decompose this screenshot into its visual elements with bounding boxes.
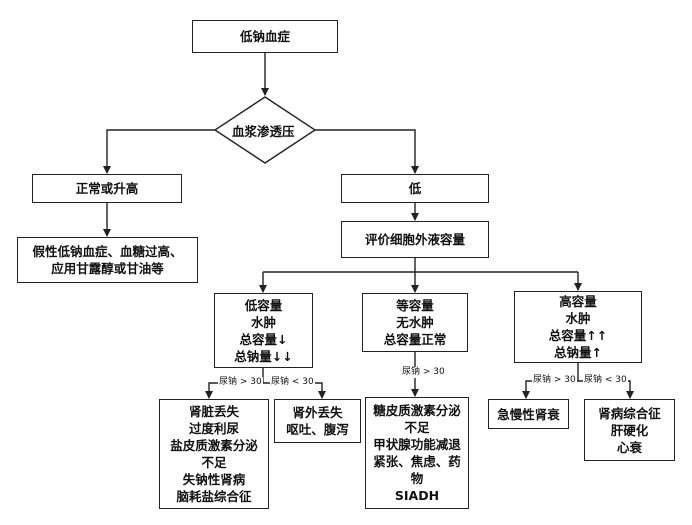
renal-loss-line: 盐皮质激素分泌 xyxy=(170,438,258,453)
normal-result-line: 应用甘露醇或甘油等 xyxy=(51,261,164,276)
hyper-cause-line: 肝硬化 xyxy=(610,422,649,438)
renal-loss-line: 失钠性肾病 xyxy=(182,472,246,487)
decision-label: 血浆渗透压 xyxy=(232,124,295,139)
euvolemic-line: 等容量 xyxy=(396,298,434,313)
hypovolemic-line: 水肿 xyxy=(250,314,276,330)
normal-result-line: 假性低钠血症、血糖过高、 xyxy=(32,244,183,259)
extrarenal-loss-line: 呕吐、腹泻 xyxy=(286,422,349,437)
title-text: 低钠血症 xyxy=(239,29,290,44)
assess-ecf-text: 评价细胞外液容量 xyxy=(364,232,465,247)
euvolemic-box: 等容量 无水肿 总容量正常 xyxy=(362,293,468,352)
assess-ecf-box: 评价细胞外液容量 xyxy=(341,221,489,258)
hypovolemic-line: 总容量↓ xyxy=(239,331,288,347)
normal-result-box: 假性低钠血症、血糖过高、 应用甘露醇或甘油等 xyxy=(17,237,198,283)
hypervolemic-line: 水肿 xyxy=(565,311,591,326)
hyper-cause-line: 肾病综合征 xyxy=(598,405,661,421)
hypovolemic-box: 低容量 水肿 总容量↓ 总钠量↓↓ xyxy=(214,293,313,368)
hypervolemic-line: 高容量 xyxy=(559,294,597,309)
acute-chronic-renal-failure-box: 急慢性肾衰 xyxy=(488,399,569,429)
euvolemic-cause-line: SIADH xyxy=(394,488,440,503)
arrow-decision-to-normal xyxy=(103,129,215,174)
low-text: 低 xyxy=(408,181,422,196)
decision-diamond xyxy=(213,96,317,164)
hypo-urine-na-gt30-label: 尿钠 > 30 xyxy=(218,377,263,388)
renal-loss-line: 肾脏丢失 xyxy=(188,404,239,419)
hyper-urine-na-lt30-label: 尿钠 < 30 xyxy=(583,375,628,386)
hypervolemic-line: 总钠量↑ xyxy=(554,345,602,360)
hypovolemic-line: 总钠量↓↓ xyxy=(234,348,293,364)
hyper-urine-na-gt30-label: 尿钠 > 30 xyxy=(532,375,577,386)
renal-loss-box: 肾脏丢失 过度利尿 盐皮质激素分泌 不足 失钠性肾病 脑耗盐综合征 xyxy=(159,399,269,509)
euvolemic-causes-box: 糖皮质激素分泌 不足 甲状腺功能减退 紧张、焦虑、药 物 SIADH xyxy=(365,397,469,509)
euvolemic-cause-line: 紧张、焦虑、药 xyxy=(373,454,461,469)
euvolemic-cause-line: 糖皮质激素分泌 xyxy=(373,403,461,418)
euvolemic-cause-line: 甲状腺功能减退 xyxy=(373,437,461,452)
eu-urine-na-gt30-label: 尿钠 > 30 xyxy=(401,367,446,378)
hypervolemic-box: 高容量 水肿 总容量↑↑ 总钠量↑ xyxy=(514,291,642,363)
hypovolemic-line: 低容量 xyxy=(244,297,283,313)
euvolemic-line: 总容量正常 xyxy=(383,332,447,347)
low-box: 低 xyxy=(341,174,489,203)
renal-loss-line: 不足 xyxy=(201,455,227,470)
euvolemic-cause-line: 不足 xyxy=(404,420,430,435)
normal-or-high-text: 正常或升高 xyxy=(75,181,139,196)
title-box: 低钠血症 xyxy=(192,20,338,53)
euvolemic-cause-line: 物 xyxy=(410,471,424,486)
acute-chronic-renal-failure-text: 急慢性肾衰 xyxy=(497,406,560,422)
normal-or-high-box: 正常或升高 xyxy=(32,174,182,203)
hypervolemic-line: 总容量↑↑ xyxy=(548,328,608,343)
renal-loss-line: 脑耗盐综合征 xyxy=(176,489,252,504)
hypo-urine-na-lt30-label: 尿钠 < 30 xyxy=(270,377,315,388)
renal-loss-line: 过度利尿 xyxy=(188,421,239,436)
extrarenal-loss-line: 肾外丢失 xyxy=(292,405,343,420)
hyper-cause-line: 心衰 xyxy=(616,439,642,455)
euvolemic-line: 无水肿 xyxy=(396,315,434,330)
hypervolemic-causes-box: 肾病综合征 肝硬化 心衰 xyxy=(584,399,675,461)
arrow-decision-to-low xyxy=(315,129,419,174)
extrarenal-loss-box: 肾外丢失 呕吐、腹泻 xyxy=(274,399,361,443)
